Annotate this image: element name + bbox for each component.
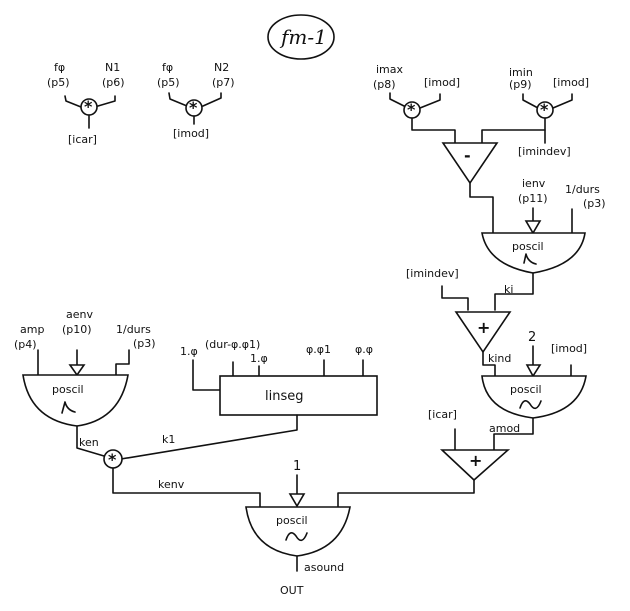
input-label: (p5) xyxy=(47,76,70,89)
title-ellipse xyxy=(267,14,335,60)
input-label: (p9) xyxy=(509,78,532,91)
poscil-label: poscil xyxy=(276,514,308,527)
arrow-triangle xyxy=(288,493,306,508)
input-label: N1 xyxy=(105,61,120,74)
input-label: 1/durs xyxy=(116,323,151,336)
input-label: φ.φ1 xyxy=(306,343,331,356)
multiply-icon: * xyxy=(189,98,198,117)
output-label: [icar] xyxy=(68,133,97,146)
input-label: ienv xyxy=(522,177,546,190)
input-label: (p3) xyxy=(133,337,156,350)
poscil-output: 1 poscil xyxy=(245,459,351,557)
input-label: (dur-φ.φ1) xyxy=(205,338,260,351)
input-label: [imindev] xyxy=(406,267,459,280)
add-triangle xyxy=(454,311,512,354)
input-label: [imod] xyxy=(553,76,589,89)
wire-label-asound: asound xyxy=(304,561,344,574)
sine-icon xyxy=(285,532,308,542)
input-label: 1.φ xyxy=(180,345,198,358)
poscil-label: poscil xyxy=(512,240,544,253)
linseg-block: 1.φ (dur-φ.φ1) 1.φ φ.φ1 φ.φ linseg xyxy=(180,338,378,416)
input-label: 1 xyxy=(293,459,301,474)
multiplier-imax: imax (p8) [imod] * xyxy=(373,63,460,119)
arrow-triangle xyxy=(525,364,542,378)
input-label: (p3) xyxy=(583,197,606,210)
input-label: 1.φ xyxy=(250,352,268,365)
input-label: fφ xyxy=(162,61,173,74)
title-badge: fm-1 xyxy=(267,14,335,60)
envelope-icon xyxy=(523,253,537,265)
input-label: aenv xyxy=(66,308,93,321)
poscil-envelope: amp (p4) aenv (p10) 1/durs (p3) poscil xyxy=(14,308,156,427)
wire-label-amod: amod xyxy=(489,422,520,435)
multiplier-icar: fφ (p5) N1 (p6) * [icar] xyxy=(47,61,125,146)
input-label: amp xyxy=(20,323,44,336)
input-label: 1/durs xyxy=(565,183,600,196)
envelope-icon xyxy=(61,401,76,414)
wire-label-kind: kind xyxy=(488,352,511,365)
output-label-out: OUT xyxy=(280,584,304,597)
input-label: (p4) xyxy=(14,338,37,351)
multiply-icon: * xyxy=(407,100,416,119)
input-label: [icar] xyxy=(428,408,457,421)
subtract-triangle xyxy=(441,142,499,185)
wire-label-k1: k1 xyxy=(162,433,175,446)
input-label: (p5) xyxy=(157,76,180,89)
input-label: (p6) xyxy=(102,76,125,89)
wire-label-ken: ken xyxy=(79,436,99,449)
poscil-index: ienv (p11) 1/durs (p3) poscil xyxy=(481,177,606,274)
input-label: (p11) xyxy=(518,192,548,205)
input-label: 2 xyxy=(528,330,536,345)
input-label: imin xyxy=(509,66,533,79)
input-label: (p8) xyxy=(373,78,396,91)
multiplier-imod: fφ (p5) N2 (p7) * [imod] xyxy=(157,61,235,140)
linseg-box xyxy=(219,375,378,416)
input-label: N2 xyxy=(214,61,229,74)
subtract-block: - [imindev] xyxy=(441,142,571,185)
poscil-label: poscil xyxy=(510,383,542,396)
input-label: [imod] xyxy=(551,342,587,355)
poscil-modulator: 2 [imod] poscil xyxy=(481,330,587,419)
input-label: φ.φ xyxy=(355,343,373,356)
title-text: fm-1 xyxy=(279,25,327,49)
add-triangle xyxy=(439,449,511,482)
add-icon: + xyxy=(477,318,490,337)
poscil-body xyxy=(481,232,586,274)
multiply-icon: * xyxy=(108,450,117,469)
multiply-icon: * xyxy=(540,100,549,119)
add-index-block: + xyxy=(454,311,512,354)
output-label: [imindev] xyxy=(518,145,571,158)
arrow-triangle xyxy=(68,364,86,377)
add-carrier-block: + xyxy=(439,449,511,482)
input-label: imax xyxy=(376,63,404,76)
multiply-icon: * xyxy=(84,97,93,116)
poscil-label: poscil xyxy=(52,383,84,396)
input-label: (p10) xyxy=(62,323,92,336)
subtract-icon: - xyxy=(464,146,471,165)
arrow-triangle xyxy=(524,220,542,235)
input-label: fφ xyxy=(54,61,65,74)
output-label: [imod] xyxy=(173,127,209,140)
input-label: (p7) xyxy=(212,76,235,89)
linseg-label: linseg xyxy=(265,389,304,404)
multiplier-imin: imin (p9) [imod] * xyxy=(509,66,589,119)
input-label: [imod] xyxy=(424,76,460,89)
multiplier-envelope: * xyxy=(103,449,123,469)
add-icon: + xyxy=(469,451,482,470)
wire-label-kenv: kenv xyxy=(158,478,185,491)
sine-icon xyxy=(519,400,542,410)
wire-label-ki: ki xyxy=(504,283,513,296)
